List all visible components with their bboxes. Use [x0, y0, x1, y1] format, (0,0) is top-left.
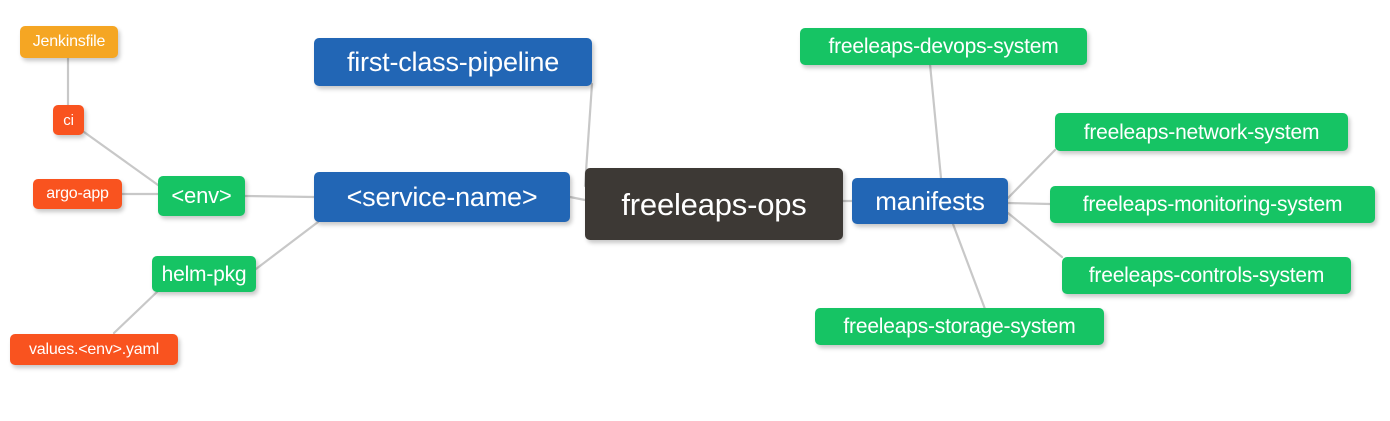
node-freeleaps-devops-system[interactable]: freeleaps-devops-system	[800, 28, 1087, 65]
node-label: first-class-pipeline	[346, 46, 560, 77]
node-env[interactable]: <env>	[158, 176, 245, 216]
node-ci[interactable]: ci	[53, 105, 84, 135]
edge-manifests-storage-system	[951, 222, 987, 311]
edge-helm-pkg-values-yaml	[112, 289, 160, 335]
node-values-env-yaml[interactable]: values.<env>.yaml	[10, 334, 178, 365]
node-service-name[interactable]: <service-name>	[314, 172, 570, 222]
node-argo-app[interactable]: argo-app	[33, 179, 122, 209]
node-helm-pkg[interactable]: helm-pkg	[152, 256, 256, 292]
edge-env-ci	[82, 130, 160, 187]
node-freeleaps-ops[interactable]: freeleaps-ops	[585, 168, 843, 240]
edge-root-service-name	[568, 195, 587, 202]
edge-manifests-devops-system	[928, 62, 943, 180]
node-jenkinsfile[interactable]: Jenkinsfile	[20, 26, 118, 58]
node-label: freeleaps-storage-system	[843, 315, 1076, 338]
node-label: freeleaps-ops	[621, 186, 807, 222]
node-freeleaps-monitoring-system[interactable]: freeleaps-monitoring-system	[1050, 186, 1375, 223]
node-freeleaps-controls-system[interactable]: freeleaps-controls-system	[1062, 257, 1351, 294]
node-label: helm-pkg	[161, 262, 247, 286]
node-label: freeleaps-controls-system	[1088, 264, 1325, 287]
node-label: values.<env>.yaml	[28, 340, 159, 358]
node-label: ci	[63, 111, 74, 129]
edge-manifests-network-system	[1006, 148, 1057, 200]
node-label: <service-name>	[346, 181, 538, 212]
edge-manifests-monitoring-system	[1006, 201, 1052, 206]
node-label: freeleaps-network-system	[1083, 120, 1320, 144]
edge-service-name-env	[243, 194, 316, 199]
node-label: freeleaps-devops-system	[828, 35, 1059, 58]
node-label: Jenkinsfile	[32, 33, 106, 50]
edge-service-name-helm-pkg	[250, 220, 320, 274]
node-label: argo-app	[46, 185, 109, 202]
node-first-class-pipeline[interactable]: first-class-pipeline	[314, 38, 592, 86]
node-freeleaps-network-system[interactable]: freeleaps-network-system	[1055, 113, 1348, 151]
node-manifests[interactable]: manifests	[852, 178, 1008, 224]
node-label: <env>	[171, 183, 232, 208]
node-freeleaps-storage-system[interactable]: freeleaps-storage-system	[815, 308, 1104, 345]
node-label: manifests	[875, 186, 985, 216]
node-label: freeleaps-monitoring-system	[1082, 193, 1343, 216]
